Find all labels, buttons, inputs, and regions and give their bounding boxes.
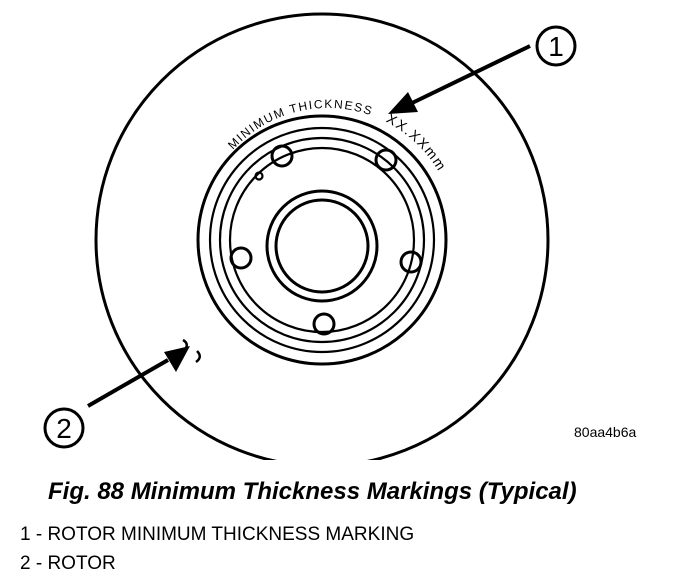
rotor-diagram: MINIMUM THICKNESS XX.XXmm 1 2 [43,12,577,460]
rotor-outer-edge [94,12,550,460]
callout-1-arrow [388,44,531,114]
rotor-thickness-marking: MINIMUM THICKNESS XX.XXmm [225,97,450,174]
callout-2-arrow [87,346,190,408]
legend-item-2: 2 - ROTOR [20,553,116,574]
callout-2-number: 2 [56,413,72,444]
locating-hole [254,171,264,181]
legend-item-1: 1 - ROTOR MINIMUM THICKNESS MARKING [20,524,415,545]
lug-hole [270,144,294,168]
lug-hole [229,246,253,270]
callout-1-number: 1 [548,31,564,62]
rotor-center-bore-inner [274,198,370,294]
image-code: 80aa4b6a [574,424,637,440]
rotor-hat-ring-2 [208,126,436,354]
callout-2-badge: 2 [43,407,85,449]
rotor-hat-ring-4 [228,146,416,334]
lug-hole [399,250,423,274]
rotor-hat-ring-3 [218,136,426,344]
lug-hole [312,312,336,336]
callout-legend: 1 - ROTOR MINIMUM THICKNESS MARKING 2 - … [20,520,414,578]
rotor-hat-ring-outer [196,114,448,366]
callout-1-badge: 1 [535,25,577,67]
lug-hole [374,148,398,172]
rotor-center-bore-outer [265,189,379,303]
figure-caption: Fig. 88 Minimum Thickness Markings (Typi… [48,478,577,505]
